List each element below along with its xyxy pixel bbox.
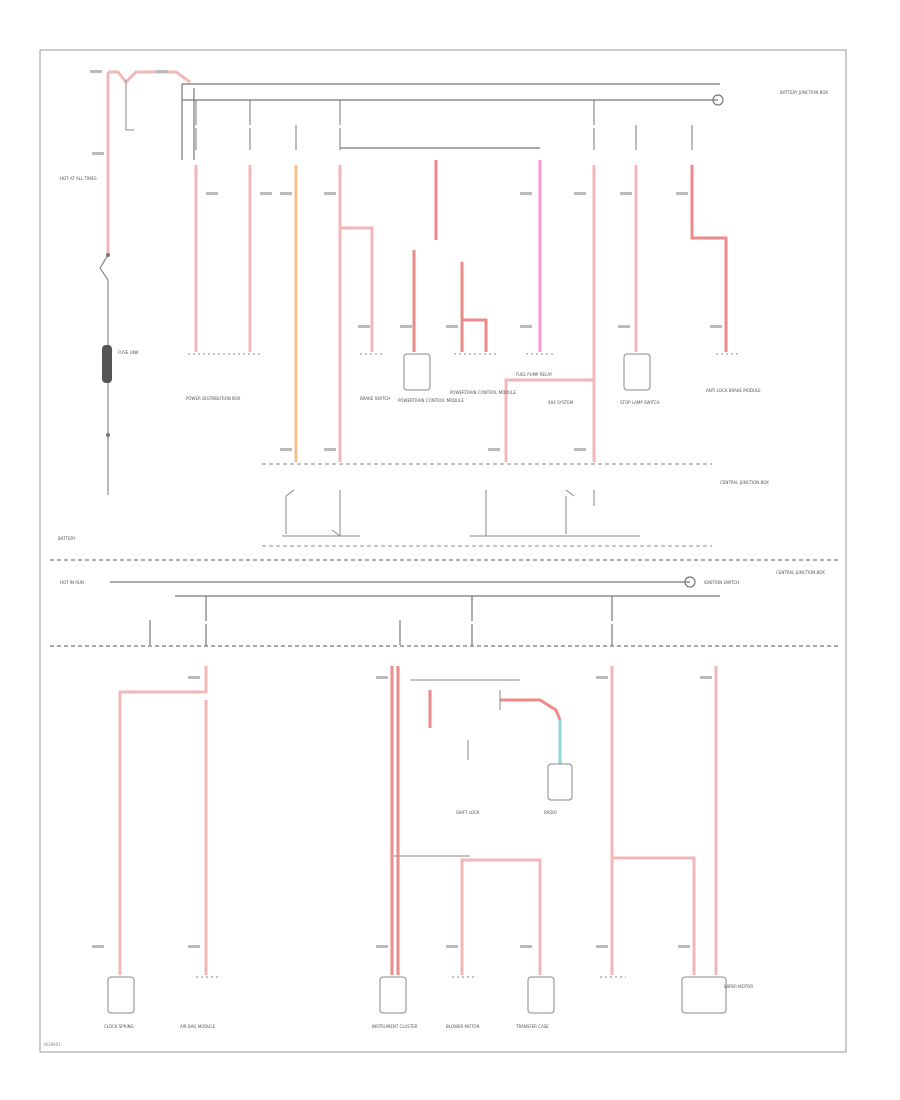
bottom-bus: [50, 559, 840, 647]
bottom-component-3: INSTRUMENT CLUSTER: [372, 1024, 418, 1029]
bottom-component-symbols: [107, 763, 727, 1014]
bottom-wires: [118, 666, 718, 975]
top-component-6: 4X4 SYSTEM: [548, 400, 574, 405]
top-component-1: POWER DISTRIBUTION BOX: [186, 396, 241, 401]
bottom-component-2: AIR BAG MODULE: [180, 1024, 216, 1029]
bottom-wire-lines: [394, 679, 520, 857]
bottom-component-7: RADIO: [544, 810, 557, 815]
top-label-cjb: CENTRAL JUNCTION BOX: [720, 480, 769, 485]
top-label-fuselink: FUSE LINK: [118, 350, 139, 355]
bottom-label-ign: IGNITION SWITCH: [704, 580, 740, 585]
bottom-component-5: TRANSFER CASE: [516, 1024, 549, 1029]
fusible-link: [102, 345, 112, 383]
top-component-symbols: [188, 353, 740, 547]
bottom-label-cjb: CENTRAL JUNCTION BOX: [776, 570, 825, 575]
top-component-5: FUEL PUMP RELAY: [516, 372, 553, 377]
bottom-component-6: SHIFT LOCK: [456, 810, 480, 815]
bottom-component-1: CLOCK SPRING: [104, 1024, 134, 1029]
top-bus: [181, 83, 724, 160]
top-label-hot: HOT AT ALL TIMES: [60, 176, 97, 181]
battery-feed: [99, 70, 191, 495]
bottom-component-4: BLOWER MOTOR: [446, 1024, 480, 1029]
top-component-4: POWERTRAIN CONTROL MODULE: [450, 390, 516, 395]
battery-label: BATTERY: [58, 536, 76, 541]
diagram-frame: [39, 49, 847, 1053]
bottom-label-hot: HOT IN RUN: [60, 580, 85, 585]
top-component-3: POWERTRAIN CONTROL MODULE: [398, 398, 464, 403]
bottom-component-8: WIPER MOTOR: [724, 984, 754, 989]
top-component-2: BRAKE SWITCH: [360, 396, 391, 401]
top-wires: [194, 160, 728, 462]
top-label-bjb: BATTERY JUNCTION BOX: [780, 90, 828, 95]
top-component-8: ANTI-LOCK BRAKE MODULE: [706, 388, 761, 393]
wire-code-marks: [90, 70, 722, 948]
top-component-7: STOP LAMP SWITCH: [620, 400, 660, 405]
sheet-reference: W38901: [44, 1042, 61, 1047]
top-fuses: [195, 100, 693, 150]
